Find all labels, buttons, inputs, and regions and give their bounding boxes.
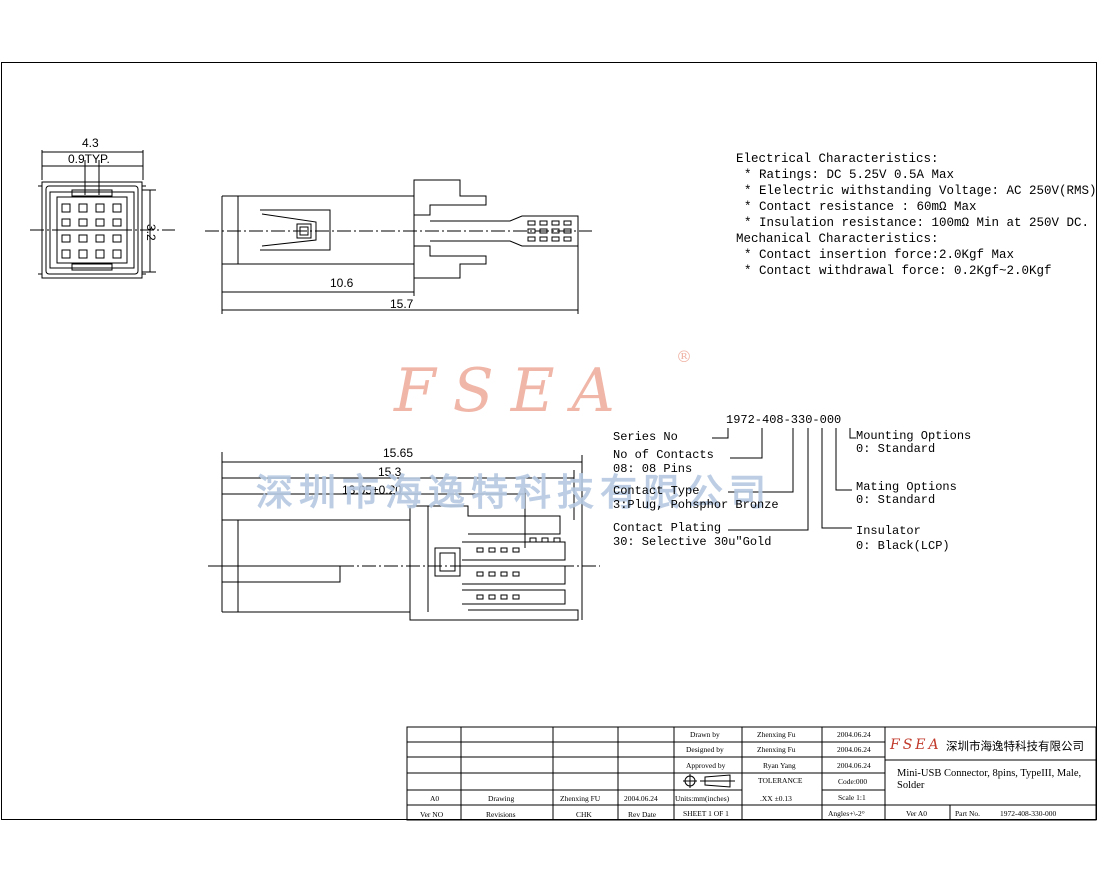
contact-type-title: Contact Type xyxy=(613,484,700,498)
mechanical-item: * Contact insertion force:2.0Kgf Max xyxy=(744,248,1015,262)
insulator-value: 0: Black(LCP) xyxy=(856,539,950,553)
side-view xyxy=(205,179,592,314)
dim-height: 3.2 xyxy=(144,224,158,241)
mating-title: Mating Options xyxy=(856,480,957,494)
watermark-company: 深圳市海逸特科技有限公司 xyxy=(256,470,772,514)
drawn-date: 2004.06.24 xyxy=(837,730,871,739)
revision-date: 2004.06.24 xyxy=(624,794,658,803)
dim-pitch: 0.9TYP. xyxy=(68,152,110,166)
header-rev-date: Rev Date xyxy=(628,810,657,819)
drawing-description: Mini-USB Connector, 8pins, TypeIII, Male… xyxy=(897,768,1082,791)
dim-body-length: 10.6 xyxy=(330,276,354,290)
sheet-label: SHEET 1 OF 1 xyxy=(683,809,729,818)
company-logo: FSEA xyxy=(890,737,942,753)
mounting-title: Mounting Options xyxy=(856,429,972,443)
part-no-label: Part No. xyxy=(955,809,980,818)
title-block-grid xyxy=(406,726,1097,821)
dim-bottom-overall: 15.65 xyxy=(383,446,414,460)
drawing-version: Ver A0 xyxy=(906,809,928,818)
part-no-value: 1972-408-330-000 xyxy=(1000,809,1057,818)
series-no-label: Series No xyxy=(613,430,678,444)
part-number-callouts xyxy=(712,428,856,531)
header-revisions: Revisions xyxy=(486,810,516,819)
designed-by-name: Zhenxing Fu xyxy=(757,745,796,754)
electrical-item: * Contact resistance : 60mΩ Max xyxy=(744,200,977,214)
electrical-item: * Elelectric withstanding Voltage: AC 25… xyxy=(744,184,1097,198)
insulator-title: Insulator xyxy=(856,524,921,538)
units-label: Units:mm(inches) xyxy=(675,794,730,803)
revision-ver: A0 xyxy=(430,794,440,803)
dim-contact-length: 13.05±0.20 xyxy=(342,483,402,497)
dim-bottom-mid: 15.3 xyxy=(378,465,402,479)
electrical-title: Electrical Characteristics: xyxy=(736,152,939,166)
bottom-view xyxy=(208,452,600,621)
tolerance-label: TOLERANCE xyxy=(758,776,803,785)
header-chk: CHK xyxy=(576,810,592,819)
designed-by-label: Designed by xyxy=(686,745,724,754)
end-view xyxy=(30,150,175,279)
mounting-value: 0: Standard xyxy=(856,442,936,456)
angles-value: Angles+\-2° xyxy=(828,809,865,818)
header-ver-no: Ver NO xyxy=(420,810,444,819)
mating-value: 0: Standard xyxy=(856,493,936,507)
revision-desc: Drawing xyxy=(488,794,515,803)
approved-by-name: Ryan Yang xyxy=(763,761,796,770)
approved-by-label: Approved by xyxy=(686,761,726,770)
watermark-registered: ® xyxy=(676,347,692,366)
contacts-value: 08: 08 Pins xyxy=(613,462,693,476)
drawn-by-name: Zhenxing Fu xyxy=(757,730,796,739)
code-value: Code:000 xyxy=(838,777,868,786)
part-number-code: 1972-408-330-000 xyxy=(726,413,842,427)
electrical-item: * Ratings: DC 5.25V 0.5A Max xyxy=(744,168,955,182)
contacts-title: No of Contacts xyxy=(613,448,714,462)
mechanical-item: * Contact withdrawal force: 0.2Kgf~2.0Kg… xyxy=(744,264,1052,278)
watermark-brand: FSEA xyxy=(394,356,632,426)
contact-type-value: 3:Plug, Pohsphor Bronze xyxy=(613,498,779,512)
contact-plating-value: 30: Selective 30u"Gold xyxy=(613,535,772,549)
designed-date: 2004.06.24 xyxy=(837,745,871,754)
dim-overall-length: 15.7 xyxy=(390,297,414,311)
scale-value: Scale 1:1 xyxy=(838,793,866,802)
drawn-by-label: Drawn by xyxy=(690,730,720,739)
tolerance-value: .XX ±0.13 xyxy=(760,794,792,803)
mechanical-title: Mechanical Characteristics: xyxy=(736,232,939,246)
company-name: 深圳市海逸特科技有限公司 xyxy=(946,739,1084,753)
contact-plating-title: Contact Plating xyxy=(613,521,722,535)
revision-by: Zhenxing FU xyxy=(560,794,601,803)
approved-date: 2004.06.24 xyxy=(837,761,871,770)
dim-width: 4.3 xyxy=(82,136,99,150)
electrical-item: * Insulation resistance: 100mΩ Min at 25… xyxy=(744,216,1090,230)
